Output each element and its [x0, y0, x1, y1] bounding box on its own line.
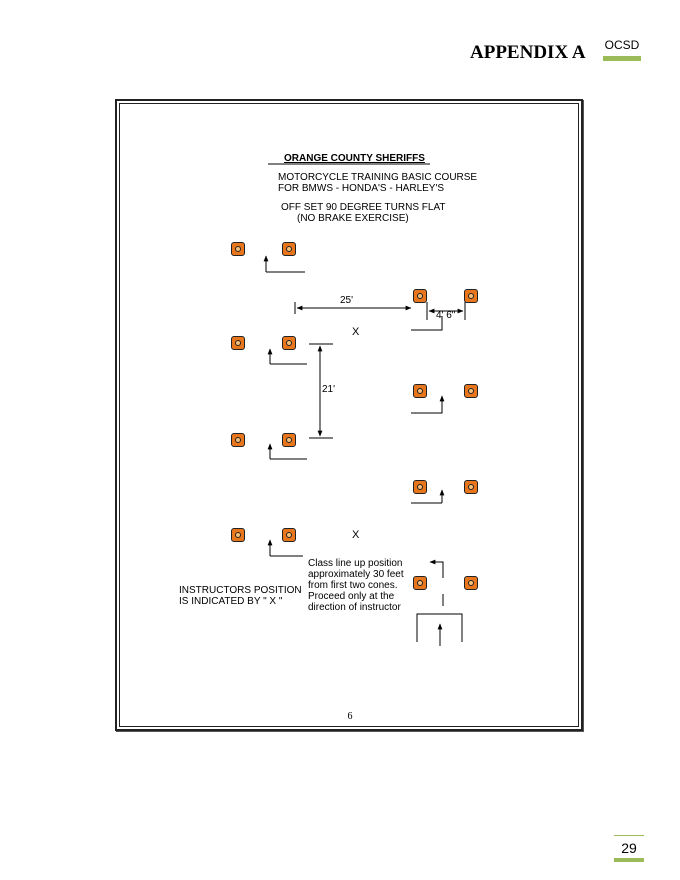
cone-icon: [231, 242, 245, 256]
cone-icon: [464, 384, 478, 398]
diagram-title: ORANGE COUNTY SHERIFFS: [284, 153, 425, 164]
footer-rule: [614, 835, 644, 836]
inner-page-number: 6: [347, 711, 353, 722]
cone-icon: [413, 289, 427, 303]
instructor-marker-x: X: [352, 529, 360, 541]
cone-icon: [413, 384, 427, 398]
lineup-note-line-2: approximately 30 feet: [308, 569, 404, 580]
diagram-line-2: FOR BMWS - HONDA'S - HARLEY'S: [278, 183, 445, 194]
diagram-frame-inner: [119, 103, 579, 727]
lineup-note-line-5: direction of instructor: [308, 602, 401, 613]
dimension-25ft: 25': [340, 295, 354, 306]
instructor-note-line-1: INSTRUCTORS POSITION: [179, 585, 302, 596]
footer-accent-bar: [614, 858, 644, 862]
header-accent-bar: [603, 56, 641, 61]
appendix-title: APPENDIX A: [470, 42, 586, 63]
lineup-note-line-1: Class line up position: [308, 558, 403, 569]
cone-icon: [464, 576, 478, 590]
dimension-4ft6in: 4' 6": [436, 310, 456, 321]
cone-icon: [282, 336, 296, 350]
diagram-frame-outer: [115, 99, 583, 731]
cone-icon: [464, 480, 478, 494]
cone-icon: [231, 528, 245, 542]
diagram-line-3: OFF SET 90 DEGREE TURNS FLAT: [281, 202, 446, 213]
cone-icon: [231, 336, 245, 350]
cone-icon: [282, 528, 296, 542]
lineup-note-line-4: Proceed only at the: [308, 591, 395, 602]
org-label: OCSD: [604, 38, 640, 52]
cone-icon: [413, 576, 427, 590]
page-number: 29: [621, 840, 637, 856]
cone-icon: [464, 289, 478, 303]
instructor-note-line-2: IS INDICATED BY " X ": [179, 596, 283, 607]
cone-icon: [282, 433, 296, 447]
cone-icon: [231, 433, 245, 447]
cone-icon: [413, 480, 427, 494]
cone-icon: [282, 242, 296, 256]
diagram-line-4: (NO BRAKE EXERCISE): [297, 213, 409, 224]
lineup-note-line-3: from first two cones.: [308, 580, 398, 591]
diagram-line-1: MOTORCYCLE TRAINING BASIC COURSE: [278, 172, 478, 183]
dimension-21ft: 21': [322, 384, 336, 395]
instructor-marker-x: X: [352, 326, 360, 338]
